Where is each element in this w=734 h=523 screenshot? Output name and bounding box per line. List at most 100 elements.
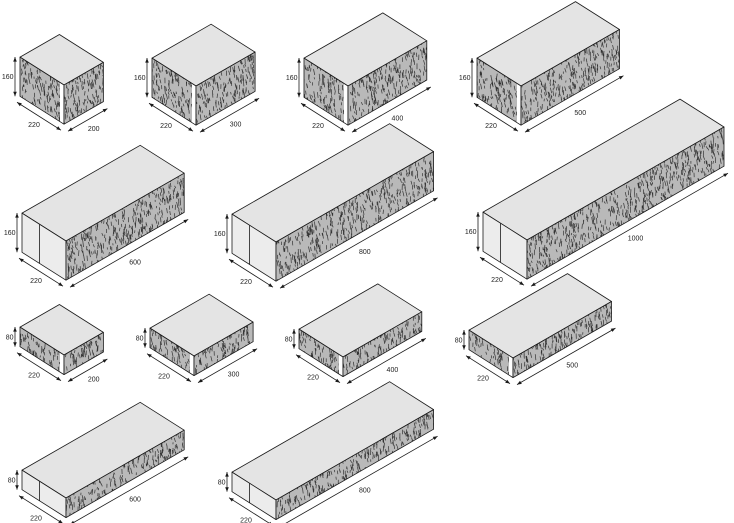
length-label: 200: [88, 126, 100, 133]
end-face: [477, 58, 521, 126]
block-400x220x160: 160 220 400: [286, 12, 431, 133]
height-label: 160: [286, 75, 298, 82]
width-label: 220: [158, 374, 170, 381]
length-label: 800: [359, 487, 371, 494]
height-dimension: [297, 58, 301, 98]
length-label: 1000: [628, 236, 644, 243]
height-dimension: [15, 213, 19, 253]
height-label: 160: [4, 230, 16, 237]
length-dimension: [71, 456, 189, 523]
height-label: 160: [134, 75, 146, 82]
block-500x220x160: 160 220 500: [459, 1, 624, 133]
end-face: [152, 58, 196, 126]
side-face: [196, 52, 256, 126]
chamfer-strip: [509, 355, 513, 378]
chamfer-strip: [192, 83, 196, 126]
side-face: [513, 301, 612, 378]
height-label: 160: [459, 75, 471, 82]
length-dimension: [530, 172, 729, 287]
block-800x220x80: 80 220 800: [218, 381, 438, 523]
length-label: 800: [359, 249, 371, 256]
block-800x220x160: 160 220 800: [214, 123, 438, 289]
length-label: 400: [387, 367, 399, 374]
height-label: 160: [214, 231, 226, 238]
height-label: 80: [218, 479, 226, 486]
length-label: 600: [129, 497, 141, 504]
width-dimension: [228, 258, 274, 288]
block-500x220x80: 80 220 500: [455, 273, 616, 385]
width-dimension: [146, 353, 192, 382]
chamfer-strip: [339, 354, 343, 377]
height-label: 160: [465, 229, 477, 236]
width-label: 220: [160, 123, 172, 130]
length-label: 500: [574, 110, 586, 117]
length-dimension: [199, 97, 260, 133]
length-dimension: [346, 338, 426, 384]
width-label: 220: [28, 122, 40, 129]
length-label: 500: [566, 362, 578, 369]
length-dimension: [67, 108, 108, 132]
height-dimension: [470, 58, 474, 98]
height-dimension: [462, 330, 466, 350]
height-dimension: [145, 58, 149, 98]
width-dimension: [295, 354, 341, 383]
chamfer-strip: [60, 82, 64, 125]
width-label: 220: [28, 373, 40, 380]
side-face: [66, 430, 185, 518]
width-label: 220: [485, 123, 497, 130]
chamfer-strip: [60, 352, 64, 375]
height-dimension: [15, 470, 19, 490]
length-dimension: [516, 327, 616, 385]
height-dimension: [225, 472, 229, 492]
width-label: 220: [240, 518, 252, 523]
width-dimension: [16, 101, 62, 131]
height-label: 80: [285, 336, 293, 343]
block-300x220x160: 160 220 300: [134, 23, 260, 133]
length-dimension: [524, 75, 624, 133]
length-dimension: [69, 219, 189, 288]
side-face: [527, 127, 724, 280]
height-label: 80: [455, 337, 463, 344]
chamfer-strip: [517, 83, 521, 126]
length-dimension: [67, 358, 108, 382]
width-dimension: [18, 495, 63, 523]
height-dimension: [225, 214, 229, 254]
length-label: 300: [230, 121, 242, 128]
block-300x220x80: 80 220 300: [136, 293, 258, 383]
width-dimension: [18, 257, 64, 287]
length-label: 400: [392, 116, 404, 123]
width-dimension: [300, 102, 346, 132]
width-label: 220: [240, 279, 252, 286]
block-1000x220x160: 160 220 1000: [465, 98, 729, 287]
width-dimension: [465, 355, 511, 384]
height-label: 80: [8, 477, 16, 484]
height-dimension: [13, 57, 17, 97]
chamfer-strip: [190, 353, 194, 376]
side-face: [64, 62, 104, 125]
height-label: 80: [136, 335, 144, 342]
length-label: 300: [228, 372, 240, 379]
length-label: 200: [88, 376, 100, 383]
chamfer-strip: [344, 83, 348, 126]
height-dimension: [143, 328, 147, 348]
block-200x220x160: 160 220 200: [2, 34, 108, 133]
width-dimension: [473, 102, 519, 132]
height-label: 160: [2, 74, 14, 81]
side-face: [521, 29, 620, 126]
width-label: 220: [312, 123, 324, 130]
height-dimension: [476, 212, 480, 252]
side-face: [194, 322, 254, 376]
length-dimension: [197, 348, 258, 383]
width-dimension: [16, 352, 62, 381]
width-label: 220: [491, 277, 503, 284]
length-label: 600: [129, 259, 141, 266]
length-dimension: [279, 197, 438, 289]
width-label: 220: [477, 376, 489, 383]
width-label: 220: [307, 375, 319, 382]
block-400x220x80: 80 220 400: [285, 283, 426, 384]
height-dimension: [292, 329, 296, 349]
